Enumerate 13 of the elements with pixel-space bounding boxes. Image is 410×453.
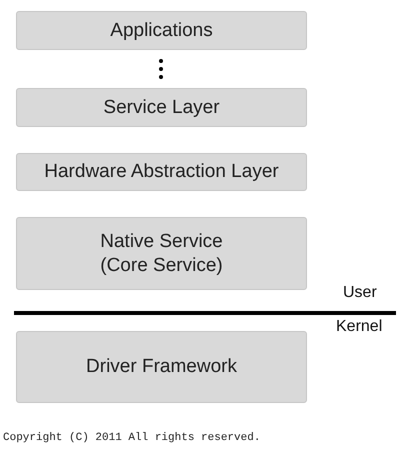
layer-box bbox=[16, 331, 307, 403]
layer-box bbox=[16, 88, 307, 127]
privilege-label: Kernel bbox=[336, 318, 382, 336]
layer-box bbox=[16, 153, 307, 191]
layer-box bbox=[16, 217, 307, 290]
privilege-label: User bbox=[343, 284, 377, 302]
layer-name: Applications bbox=[110, 18, 213, 42]
layer-name: Hardware Abstraction Layer bbox=[44, 160, 279, 184]
layer-name: Driver Framework bbox=[86, 355, 237, 379]
layer-name: Native Service (Core Service) bbox=[99, 230, 224, 278]
copyright-notice: Copyright (C) 2011 All rights reserved. bbox=[3, 432, 260, 444]
layer-name: Service Layer bbox=[103, 96, 220, 120]
layer-box bbox=[16, 11, 307, 50]
